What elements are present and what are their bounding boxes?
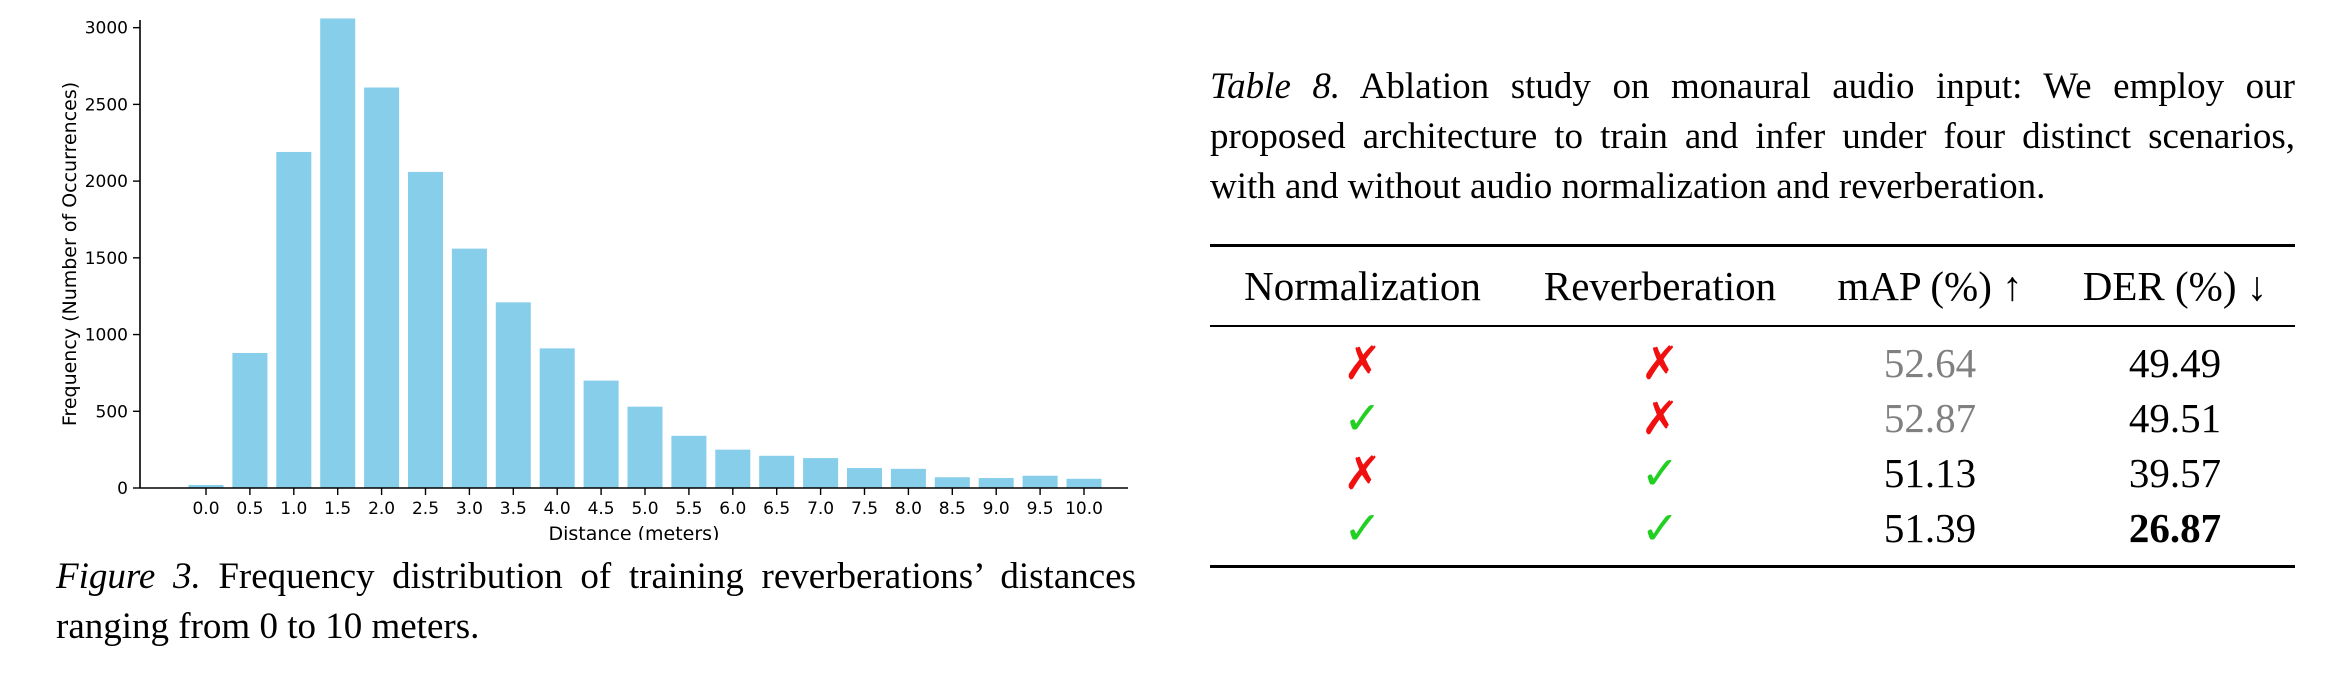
x-tick-label: 9.0 bbox=[983, 499, 1010, 519]
x-tick-label: 2.5 bbox=[412, 499, 439, 519]
figure-caption-text: Frequency distribution of training rever… bbox=[56, 556, 1136, 647]
x-tick-label: 6.5 bbox=[763, 499, 790, 519]
bar-6.0 bbox=[715, 449, 751, 488]
table-row: ✓ ✓ 51.39 26.87 bbox=[1210, 500, 2295, 555]
bar-0.0 bbox=[188, 484, 224, 488]
x-tick-label: 0.5 bbox=[236, 499, 263, 519]
map-value: 52.64 bbox=[1883, 339, 1977, 386]
der-value: 39.57 bbox=[2128, 449, 2222, 496]
map-value: 52.87 bbox=[1883, 394, 1977, 441]
table-bottom-rule bbox=[1210, 565, 2295, 568]
y-tick-label: 3000 bbox=[85, 19, 128, 39]
x-tick-label: 4.0 bbox=[544, 499, 571, 519]
bar-8.5 bbox=[934, 477, 970, 488]
der-value: 49.51 bbox=[2128, 394, 2222, 441]
map-value: 51.13 bbox=[1883, 449, 1977, 496]
bar-1.0 bbox=[276, 151, 312, 488]
bar-10.0 bbox=[1066, 478, 1102, 488]
ablation-table: Normalization Reverberation mAP (%) ↑ DE… bbox=[1210, 244, 2295, 568]
bar-2.0 bbox=[364, 87, 400, 488]
bar-9.0 bbox=[978, 478, 1014, 488]
table-row: ✗ ✗ 52.64 49.49 bbox=[1210, 335, 2295, 390]
check-icon: ✓ bbox=[1343, 390, 1382, 445]
bar-3.5 bbox=[495, 302, 531, 488]
table-row: ✗ ✓ 51.13 39.57 bbox=[1210, 445, 2295, 500]
check-icon: ✓ bbox=[1640, 500, 1680, 555]
y-tick-label: 1500 bbox=[85, 249, 128, 269]
y-tick-label: 500 bbox=[96, 402, 128, 422]
x-tick-label: 5.0 bbox=[631, 499, 658, 519]
x-tick-label: 10.0 bbox=[1065, 499, 1103, 519]
bar-1.5 bbox=[320, 18, 356, 488]
bar-6.5 bbox=[759, 455, 795, 488]
bar-9.5 bbox=[1022, 475, 1058, 488]
der-value: 49.49 bbox=[2128, 339, 2222, 386]
bar-7.0 bbox=[803, 458, 839, 488]
table-top-rule bbox=[1210, 244, 2295, 247]
der-value-best: 26.87 bbox=[2128, 504, 2222, 551]
x-tick-label: 7.0 bbox=[807, 499, 834, 519]
header-normalization: Normalization bbox=[1244, 263, 1481, 309]
bar-8.0 bbox=[890, 468, 926, 488]
x-tick-label: 6.0 bbox=[719, 499, 746, 519]
header-der: DER (%) ↓ bbox=[2082, 263, 2268, 309]
x-tick-label: 0.0 bbox=[192, 499, 219, 519]
table-caption: Table 8. Ablation study on monaural audi… bbox=[1210, 62, 2295, 212]
x-tick-label: 2.0 bbox=[368, 499, 395, 519]
x-tick-label: 3.0 bbox=[456, 499, 483, 519]
distance-histogram: 0 500 1000 1500 2000 2500 3000 0.0 0.5 1.0 1.5 2.0 2… bbox=[59, 18, 1128, 540]
cross-icon: ✗ bbox=[1343, 445, 1382, 500]
cross-icon: ✗ bbox=[1640, 390, 1680, 445]
y-axis-label: Frequency (Number of Occurrences) bbox=[59, 82, 81, 426]
bar-4.0 bbox=[539, 348, 575, 488]
table-caption-text: Ablation study on monaural audio input: … bbox=[1210, 66, 2295, 207]
check-icon: ✓ bbox=[1343, 500, 1382, 555]
x-axis-label: Distance (meters) bbox=[549, 523, 720, 540]
cross-icon: ✗ bbox=[1640, 335, 1680, 390]
x-tick-label: 5.5 bbox=[675, 499, 702, 519]
bar-5.0 bbox=[627, 406, 663, 488]
x-tick-label: 9.5 bbox=[1027, 499, 1054, 519]
bar-7.5 bbox=[847, 468, 882, 488]
x-tick-label: 1.0 bbox=[280, 499, 307, 519]
bar-3.0 bbox=[451, 248, 487, 488]
table-row: ✓ ✗ 52.87 49.51 bbox=[1210, 390, 2295, 445]
table-body: ✗ ✗ 52.64 49.49 ✓ ✗ 52.87 49.51 ✗ ✓ 51.1… bbox=[1210, 327, 2295, 565]
y-tick-label: 2000 bbox=[85, 172, 128, 192]
y-tick-label: 1000 bbox=[85, 326, 128, 346]
bar-0.5 bbox=[232, 352, 268, 488]
header-reverberation: Reverberation bbox=[1543, 263, 1777, 309]
x-tick-label: 3.5 bbox=[500, 499, 527, 519]
figure-label: Figure 3. bbox=[56, 556, 201, 597]
x-tick-label: 1.5 bbox=[324, 499, 351, 519]
check-icon: ✓ bbox=[1640, 445, 1680, 500]
map-value: 51.39 bbox=[1883, 504, 1977, 551]
x-tick-label: 8.0 bbox=[895, 499, 922, 519]
x-tick-label: 8.5 bbox=[939, 499, 966, 519]
table-header-row: Normalization Reverberation mAP (%) ↑ DE… bbox=[1210, 247, 2295, 325]
bar-5.5 bbox=[671, 435, 707, 488]
bar-4.5 bbox=[583, 380, 619, 488]
y-tick-label: 2500 bbox=[85, 95, 128, 115]
cross-icon: ✗ bbox=[1343, 335, 1382, 390]
figure-caption: Figure 3. Frequency distribution of trai… bbox=[56, 552, 1136, 652]
table-label: Table 8. bbox=[1210, 66, 1341, 107]
x-tick-label: 7.5 bbox=[851, 499, 878, 519]
y-tick-label: 0 bbox=[117, 479, 128, 499]
bar-2.5 bbox=[408, 171, 443, 488]
table-mid-rule bbox=[1210, 325, 2295, 327]
header-map: mAP (%) ↑ bbox=[1837, 263, 2023, 309]
x-tick-label: 4.5 bbox=[588, 499, 615, 519]
